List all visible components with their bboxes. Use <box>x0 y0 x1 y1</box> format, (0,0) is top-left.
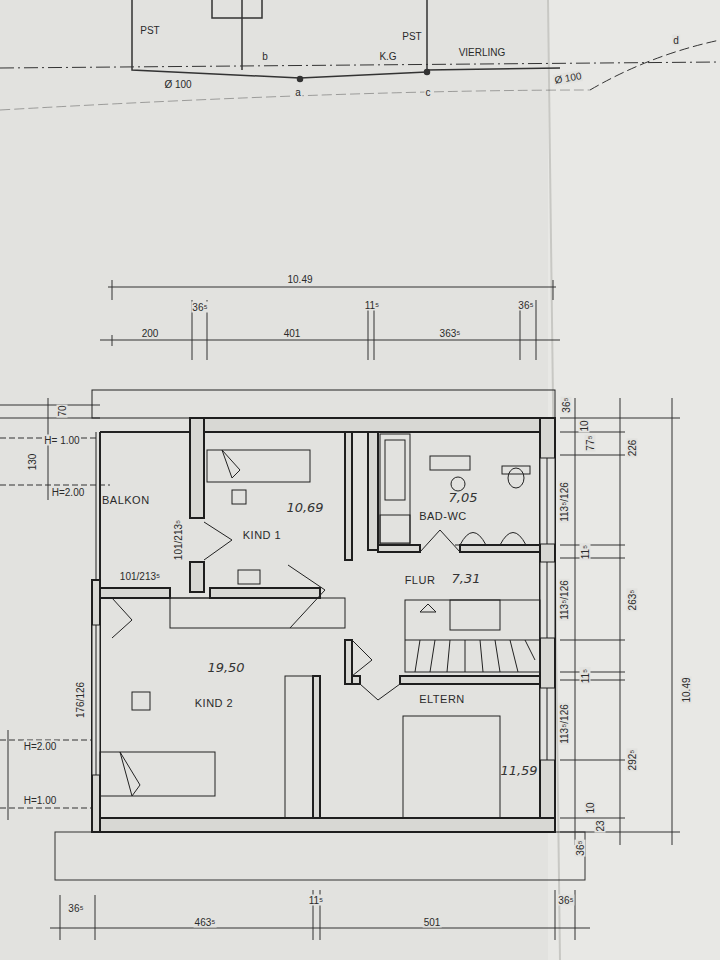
dimension-label: 11⁵ <box>308 895 325 906</box>
staircase <box>405 600 540 672</box>
dimension-label: Ø 100 <box>163 79 192 90</box>
dimension-label: VIERLING <box>458 47 507 58</box>
room-area-box: ELTERN 11,59 <box>320 684 540 818</box>
dimension-label: 36⁵ <box>517 300 534 311</box>
dimension-label: 36⁵ <box>575 839 586 856</box>
dimension-label: K.G <box>378 51 397 62</box>
dimension-label: 130 <box>27 453 38 472</box>
dimension-label: 292⁵ <box>627 749 638 772</box>
dimension-label: 401 <box>283 328 302 339</box>
dimension-label: 10 <box>579 419 590 432</box>
dimension-label: a <box>294 87 302 98</box>
dimension-label: 176/126 <box>75 681 86 719</box>
dimension-label: 77⁵ <box>585 434 596 451</box>
room-area-box: FLUR 7,31 <box>352 552 540 676</box>
dimension-label: 101/213⁵ <box>173 519 184 561</box>
dimension-label: 200 <box>141 328 160 339</box>
dimension-label: 70 <box>57 404 68 417</box>
dimension-label: 10.49 <box>681 676 692 703</box>
room-area: 7,31 <box>452 571 481 586</box>
dimension-label: 101/213⁵ <box>119 571 161 582</box>
dimension-label: 463⁵ <box>194 917 217 928</box>
dimension-label: 36⁵ <box>557 895 574 906</box>
room-name: BALKON <box>102 494 150 506</box>
room-name: ELTERN <box>419 693 465 705</box>
dimension-label: 226 <box>627 439 638 458</box>
dimension-label: c <box>425 87 432 98</box>
fixtures <box>100 434 535 818</box>
base-outline <box>55 832 585 880</box>
balcony-parapet <box>92 390 555 580</box>
dimension-label: 23 <box>595 819 606 832</box>
dimension-label: b <box>261 51 269 62</box>
dimension-label: PST <box>401 31 422 42</box>
dimension-label: 263⁵ <box>627 589 638 612</box>
dimension-label: 11⁵ <box>580 544 591 561</box>
room-name: BAD-WC <box>419 510 467 522</box>
dimension-lines <box>0 280 680 940</box>
room-name: KIND 2 <box>195 697 233 709</box>
room-name: KIND 1 <box>243 529 281 541</box>
walls <box>92 418 555 832</box>
dimension-label: Ø 100 <box>553 70 584 86</box>
dimension-label: 10.49 <box>286 274 313 285</box>
dimension-label: 113⁵/126 <box>559 579 570 621</box>
dimension-label: 363⁵ <box>439 328 462 339</box>
dimension-label: H=2.00 <box>51 487 86 498</box>
dimension-label: d <box>672 35 680 46</box>
dimension-label: 36⁵ <box>561 396 572 413</box>
drainage-fragment <box>0 0 720 110</box>
dimension-label: H= 1.00 <box>43 435 80 446</box>
dimension-label: 10 <box>585 801 596 814</box>
dimension-label: 113⁵/126 <box>559 481 570 523</box>
room-name: FLUR <box>405 574 436 586</box>
dimension-label: 36⁵ <box>191 302 208 313</box>
dimension-label: PST <box>139 25 160 36</box>
room-area: 7,05 <box>449 490 478 505</box>
dimension-label: 501 <box>423 917 442 928</box>
paper-fold <box>548 0 720 960</box>
room-area-box: BAD-WC 7,05 <box>378 432 540 545</box>
dimension-label: 113⁵/126 <box>559 703 570 745</box>
dimension-label: 11⁵ <box>364 300 381 311</box>
room-area: 19,50 <box>207 660 244 675</box>
room-area: 10,69 <box>286 500 323 515</box>
dimension-label: 11⁵ <box>580 668 591 685</box>
room-area: 11,59 <box>500 763 537 778</box>
dimension-label: 36⁵ <box>67 903 84 914</box>
windows <box>92 458 555 775</box>
door-swings <box>112 522 460 700</box>
dimension-label: H=1.00 <box>23 795 58 806</box>
dimension-label: H=2.00 <box>23 741 58 752</box>
room-area-box: KIND 1 10,69 <box>205 432 345 588</box>
room-area-box: KIND 2 19,50 <box>100 598 313 818</box>
